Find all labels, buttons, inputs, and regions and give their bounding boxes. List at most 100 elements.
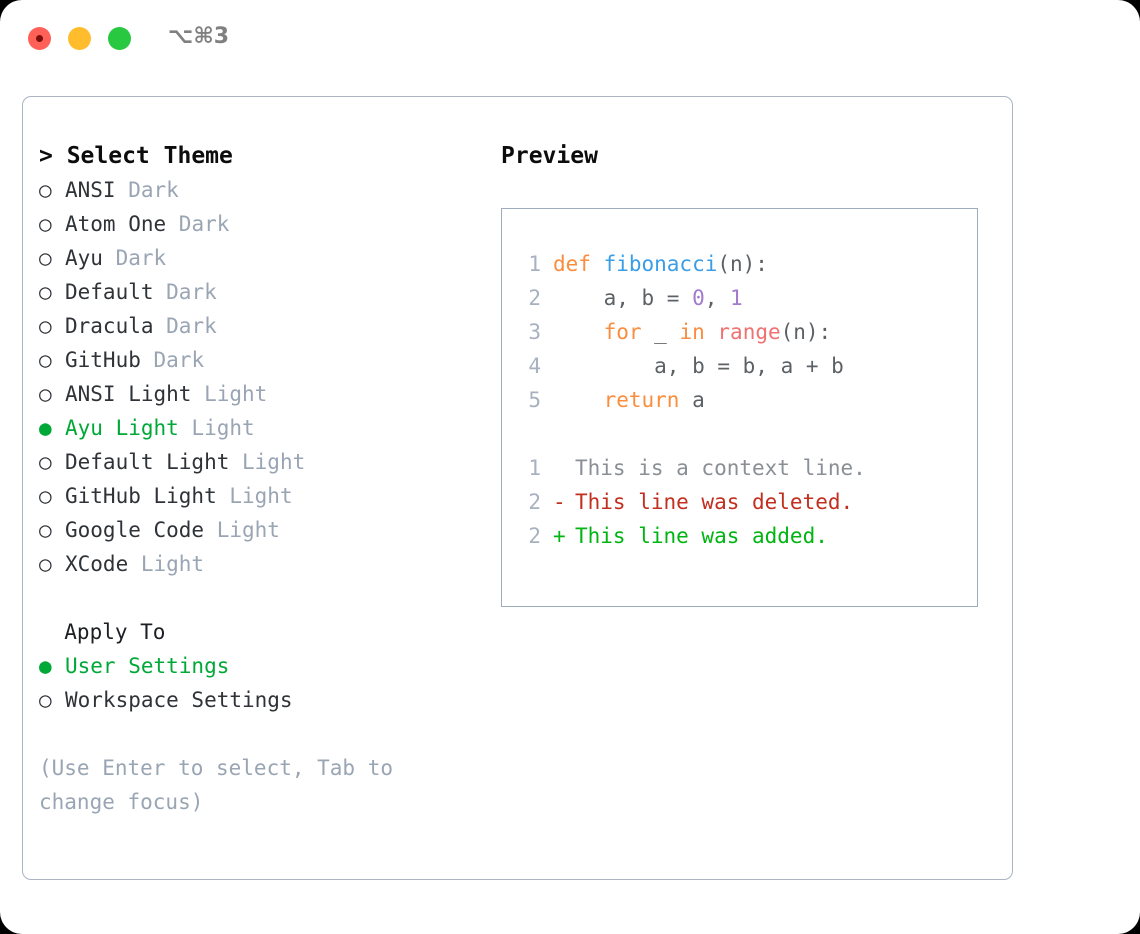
radio-unselected-icon: ○ xyxy=(39,688,52,712)
diff-marker: - xyxy=(553,490,566,514)
code-token: return xyxy=(603,388,680,412)
apply-to-option-workspace-settings[interactable]: ○ Workspace Settings xyxy=(39,683,479,717)
theme-option-google-code[interactable]: ○Google Code Light xyxy=(39,513,479,547)
line-number: 1 xyxy=(528,456,541,480)
line-number: 1 xyxy=(528,252,541,276)
code-token: , xyxy=(704,286,731,310)
theme-variant-badge: Light xyxy=(216,518,280,542)
radio-unselected-icon: ○ xyxy=(39,450,52,474)
code-token: fibonacci xyxy=(603,252,718,276)
theme-option-label: ANSI xyxy=(65,178,129,202)
select-theme-heading: > Select Theme xyxy=(39,143,233,169)
theme-option-label: Atom One xyxy=(65,212,179,236)
apply-to-list[interactable]: ● User Settings ○ Workspace Settings xyxy=(39,649,479,717)
radio-unselected-icon: ○ xyxy=(39,246,52,270)
theme-variant-badge: Dark xyxy=(128,178,179,202)
theme-option-label: Default Light xyxy=(65,450,243,474)
diff-line: 1 This is a context line. xyxy=(502,451,977,485)
theme-option-label: ANSI Light xyxy=(65,382,205,406)
code-diff-separator xyxy=(502,417,977,451)
theme-option-label: Ayu Light xyxy=(65,416,192,440)
theme-variant-badge: Light xyxy=(242,450,306,474)
theme-variant-badge: Dark xyxy=(153,348,205,372)
code-line: 3 for _ in range(n): xyxy=(502,315,977,349)
code-line: 2 a, b = 0, 1 xyxy=(502,281,977,315)
theme-option-label: Ayu xyxy=(65,246,116,270)
theme-selection-column: > Select Theme ○ANSI Dark○Atom One Dark○… xyxy=(39,139,479,819)
theme-option-label: Google Code xyxy=(65,518,217,542)
diff-text: This line was added. xyxy=(575,524,828,548)
diff-line: 2+This line was added. xyxy=(502,519,977,553)
theme-variant-badge: Light xyxy=(191,416,255,440)
theme-option-label: Default xyxy=(65,280,167,304)
theme-option-ansi[interactable]: ○ ANSI Dark xyxy=(39,173,479,207)
radio-unselected-icon: ○ xyxy=(39,212,52,236)
diff-sample: 1 This is a context line.2-This line was… xyxy=(502,451,977,553)
line-number: 3 xyxy=(528,320,541,344)
theme-variant-badge: Dark xyxy=(178,212,230,236)
theme-option-default[interactable]: ○Default Dark xyxy=(39,275,479,309)
apply-to-heading: Apply To xyxy=(39,620,166,644)
radio-unselected-icon: ○ xyxy=(39,484,52,508)
code-line: 4 a, b = b, a + b xyxy=(502,349,977,383)
theme-variant-badge: Light xyxy=(229,484,293,508)
diff-text: This line was deleted. xyxy=(575,490,854,514)
theme-option-ansi-light[interactable]: ○ANSI Light Light xyxy=(39,377,479,411)
theme-option-ayu[interactable]: ○ Ayu Dark xyxy=(39,241,479,275)
maximize-button-icon[interactable] xyxy=(108,27,131,50)
theme-variant-badge: Dark xyxy=(115,246,167,270)
apply-to-option-user-settings[interactable]: ● User Settings xyxy=(39,649,479,683)
code-token: a xyxy=(679,388,705,412)
preview-heading: Preview xyxy=(501,143,598,169)
radio-unselected-icon: ○ xyxy=(39,178,52,202)
theme-option-github[interactable]: ○ GitHub Dark xyxy=(39,343,479,377)
theme-option-default-light[interactable]: ○ Default Light Light xyxy=(39,445,479,479)
apply-to-option-label: Workspace Settings xyxy=(65,688,293,712)
code-token: for xyxy=(603,320,642,344)
theme-option-atom-one[interactable]: ○ Atom One Dark xyxy=(39,207,479,241)
code-token: 1 xyxy=(730,286,743,310)
theme-option-label: GitHub xyxy=(65,348,154,372)
diff-marker xyxy=(553,451,575,485)
keyboard-hint-text: (Use Enter to select, Tab to change focu… xyxy=(39,756,406,814)
code-token: _ xyxy=(641,320,680,344)
theme-option-github-light[interactable]: ○ GitHub Light Light xyxy=(39,479,479,513)
theme-option-ayu-light[interactable]: ● Ayu Light Light xyxy=(39,411,479,445)
apply-to-option-label: User Settings xyxy=(65,654,230,678)
theme-option-xcode[interactable]: ○XCode Light xyxy=(39,547,479,581)
line-number: 5 xyxy=(528,388,541,412)
radio-selected-icon: ● xyxy=(39,654,52,678)
radio-unselected-icon: ○ xyxy=(39,552,52,576)
theme-option-label: Dracula xyxy=(65,314,167,338)
code-line: 5 return a xyxy=(502,383,977,417)
diff-text: This is a context line. xyxy=(575,456,866,480)
theme-picker-panel: > Select Theme ○ANSI Dark○Atom One Dark○… xyxy=(22,96,1013,880)
close-button-icon[interactable] xyxy=(28,27,51,50)
code-line: 1 def fibonacci(n): xyxy=(502,247,977,281)
theme-variant-badge: Light xyxy=(204,382,268,406)
code-token xyxy=(553,320,604,344)
code-token: (n): xyxy=(717,252,768,276)
code-token: 0 xyxy=(692,286,705,310)
theme-option-label: XCode xyxy=(65,552,141,576)
code-token xyxy=(705,320,718,344)
code-token: def xyxy=(553,252,604,276)
keyboard-shortcut-label: ⌥⌘3 xyxy=(168,24,230,49)
theme-list[interactable]: ○ANSI Dark○Atom One Dark○Ayu Dark○Defaul… xyxy=(39,173,479,581)
code-token: (n): xyxy=(780,320,832,344)
line-number: 2 xyxy=(528,524,541,548)
minimize-button-icon[interactable] xyxy=(68,27,91,50)
code-token: a, b = xyxy=(553,286,693,310)
line-number: 2 xyxy=(528,490,541,514)
line-number: 2 xyxy=(528,286,541,310)
radio-selected-icon: ● xyxy=(39,416,52,440)
theme-option-dracula[interactable]: ○Dracula Dark xyxy=(39,309,479,343)
theme-option-label: GitHub Light xyxy=(65,484,230,508)
theme-variant-badge: Dark xyxy=(166,314,217,338)
radio-unselected-icon: ○ xyxy=(39,348,52,372)
window-titlebar: ⌥⌘3 xyxy=(0,0,1140,78)
diff-line: 2-This line was deleted. xyxy=(502,485,977,519)
